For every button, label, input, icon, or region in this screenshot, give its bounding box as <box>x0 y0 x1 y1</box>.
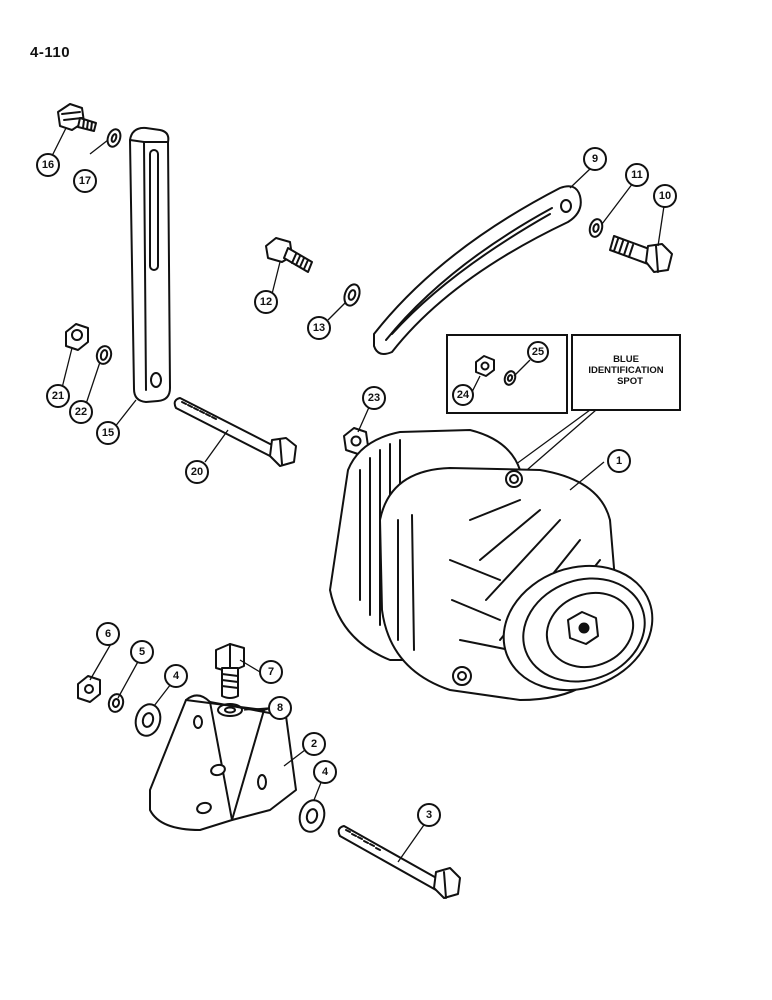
callout-13: 13 <box>307 316 331 340</box>
part-17-washer <box>106 128 122 148</box>
part-1-alternator <box>329 429 654 701</box>
part-10-bolt <box>609 235 673 273</box>
callout-9-label: 9 <box>592 153 598 165</box>
note-line-1: BLUE <box>613 354 639 365</box>
callout-6-label: 6 <box>105 628 111 640</box>
page-number: 4-110 <box>30 44 71 61</box>
note-line-2: IDENTIFICATION <box>588 365 663 376</box>
callout-25: 25 <box>527 341 549 363</box>
callout-16: 16 <box>36 153 60 177</box>
part-15-slotted-strap <box>129 126 171 403</box>
part-5-lock-washer <box>107 693 125 713</box>
callout-12: 12 <box>254 290 278 314</box>
part-21-nut <box>65 323 89 351</box>
callout-5: 5 <box>130 640 154 664</box>
callout-24: 24 <box>452 384 474 406</box>
callout-25-label: 25 <box>532 346 544 358</box>
note-line-3: SPOT <box>617 376 643 387</box>
callout-21: 21 <box>46 384 70 408</box>
part-20-long-bolt <box>173 397 297 467</box>
part-11-lock-washer <box>588 218 604 238</box>
callout-13-label: 13 <box>313 322 325 334</box>
callout-5-label: 5 <box>139 646 145 658</box>
callout-22: 22 <box>69 400 93 424</box>
part-16-bolt <box>57 103 97 132</box>
callout-23-label: 23 <box>368 392 380 404</box>
callout-11-label: 11 <box>631 169 643 181</box>
part-12-bolt <box>265 237 313 273</box>
callout-15: 15 <box>96 421 120 445</box>
callout-15-label: 15 <box>102 427 114 439</box>
part-23-nut <box>343 427 369 455</box>
part-9-curved-brace <box>373 185 582 355</box>
callout-17: 17 <box>73 169 97 193</box>
callout-4a: 4 <box>164 664 188 688</box>
callout-4b: 4 <box>313 760 337 784</box>
callout-8-label: 8 <box>277 702 283 714</box>
part-4-flat-washer-lower <box>298 799 326 833</box>
callout-1-label: 1 <box>616 455 622 467</box>
part-13-washer <box>343 283 361 307</box>
callout-20-label: 20 <box>191 466 203 478</box>
callout-1: 1 <box>607 449 631 473</box>
part-6-nut <box>77 675 101 703</box>
callout-10: 10 <box>653 184 677 208</box>
callout-2-label: 2 <box>311 738 317 750</box>
part-7-bolt <box>215 643 245 699</box>
callout-3-label: 3 <box>426 809 432 821</box>
callout-12-label: 12 <box>260 296 272 308</box>
callout-11: 11 <box>625 163 649 187</box>
callout-4b-label: 4 <box>322 766 329 778</box>
part-3-long-bolt <box>337 825 461 899</box>
part-4-flat-washer-upper <box>134 703 162 737</box>
callout-9: 9 <box>583 147 607 171</box>
callout-22-label: 22 <box>75 406 87 418</box>
callout-21-label: 21 <box>52 390 64 402</box>
identification-note: BLUE IDENTIFICATION SPOT <box>507 334 681 477</box>
callout-23: 23 <box>362 386 386 410</box>
callout-4a-label: 4 <box>173 670 180 682</box>
callout-20: 20 <box>185 460 209 484</box>
callout-7: 7 <box>259 660 283 684</box>
callout-24-label: 24 <box>457 389 470 401</box>
callout-2: 2 <box>302 732 326 756</box>
callout-17-label: 17 <box>79 175 91 187</box>
callout-6: 6 <box>96 622 120 646</box>
part-22-lock-washer <box>95 345 113 365</box>
callout-10-label: 10 <box>659 190 671 202</box>
callout-7-label: 7 <box>268 666 274 678</box>
callout-16-label: 16 <box>42 159 54 171</box>
callout-3: 3 <box>417 803 441 827</box>
callout-8: 8 <box>268 696 292 720</box>
